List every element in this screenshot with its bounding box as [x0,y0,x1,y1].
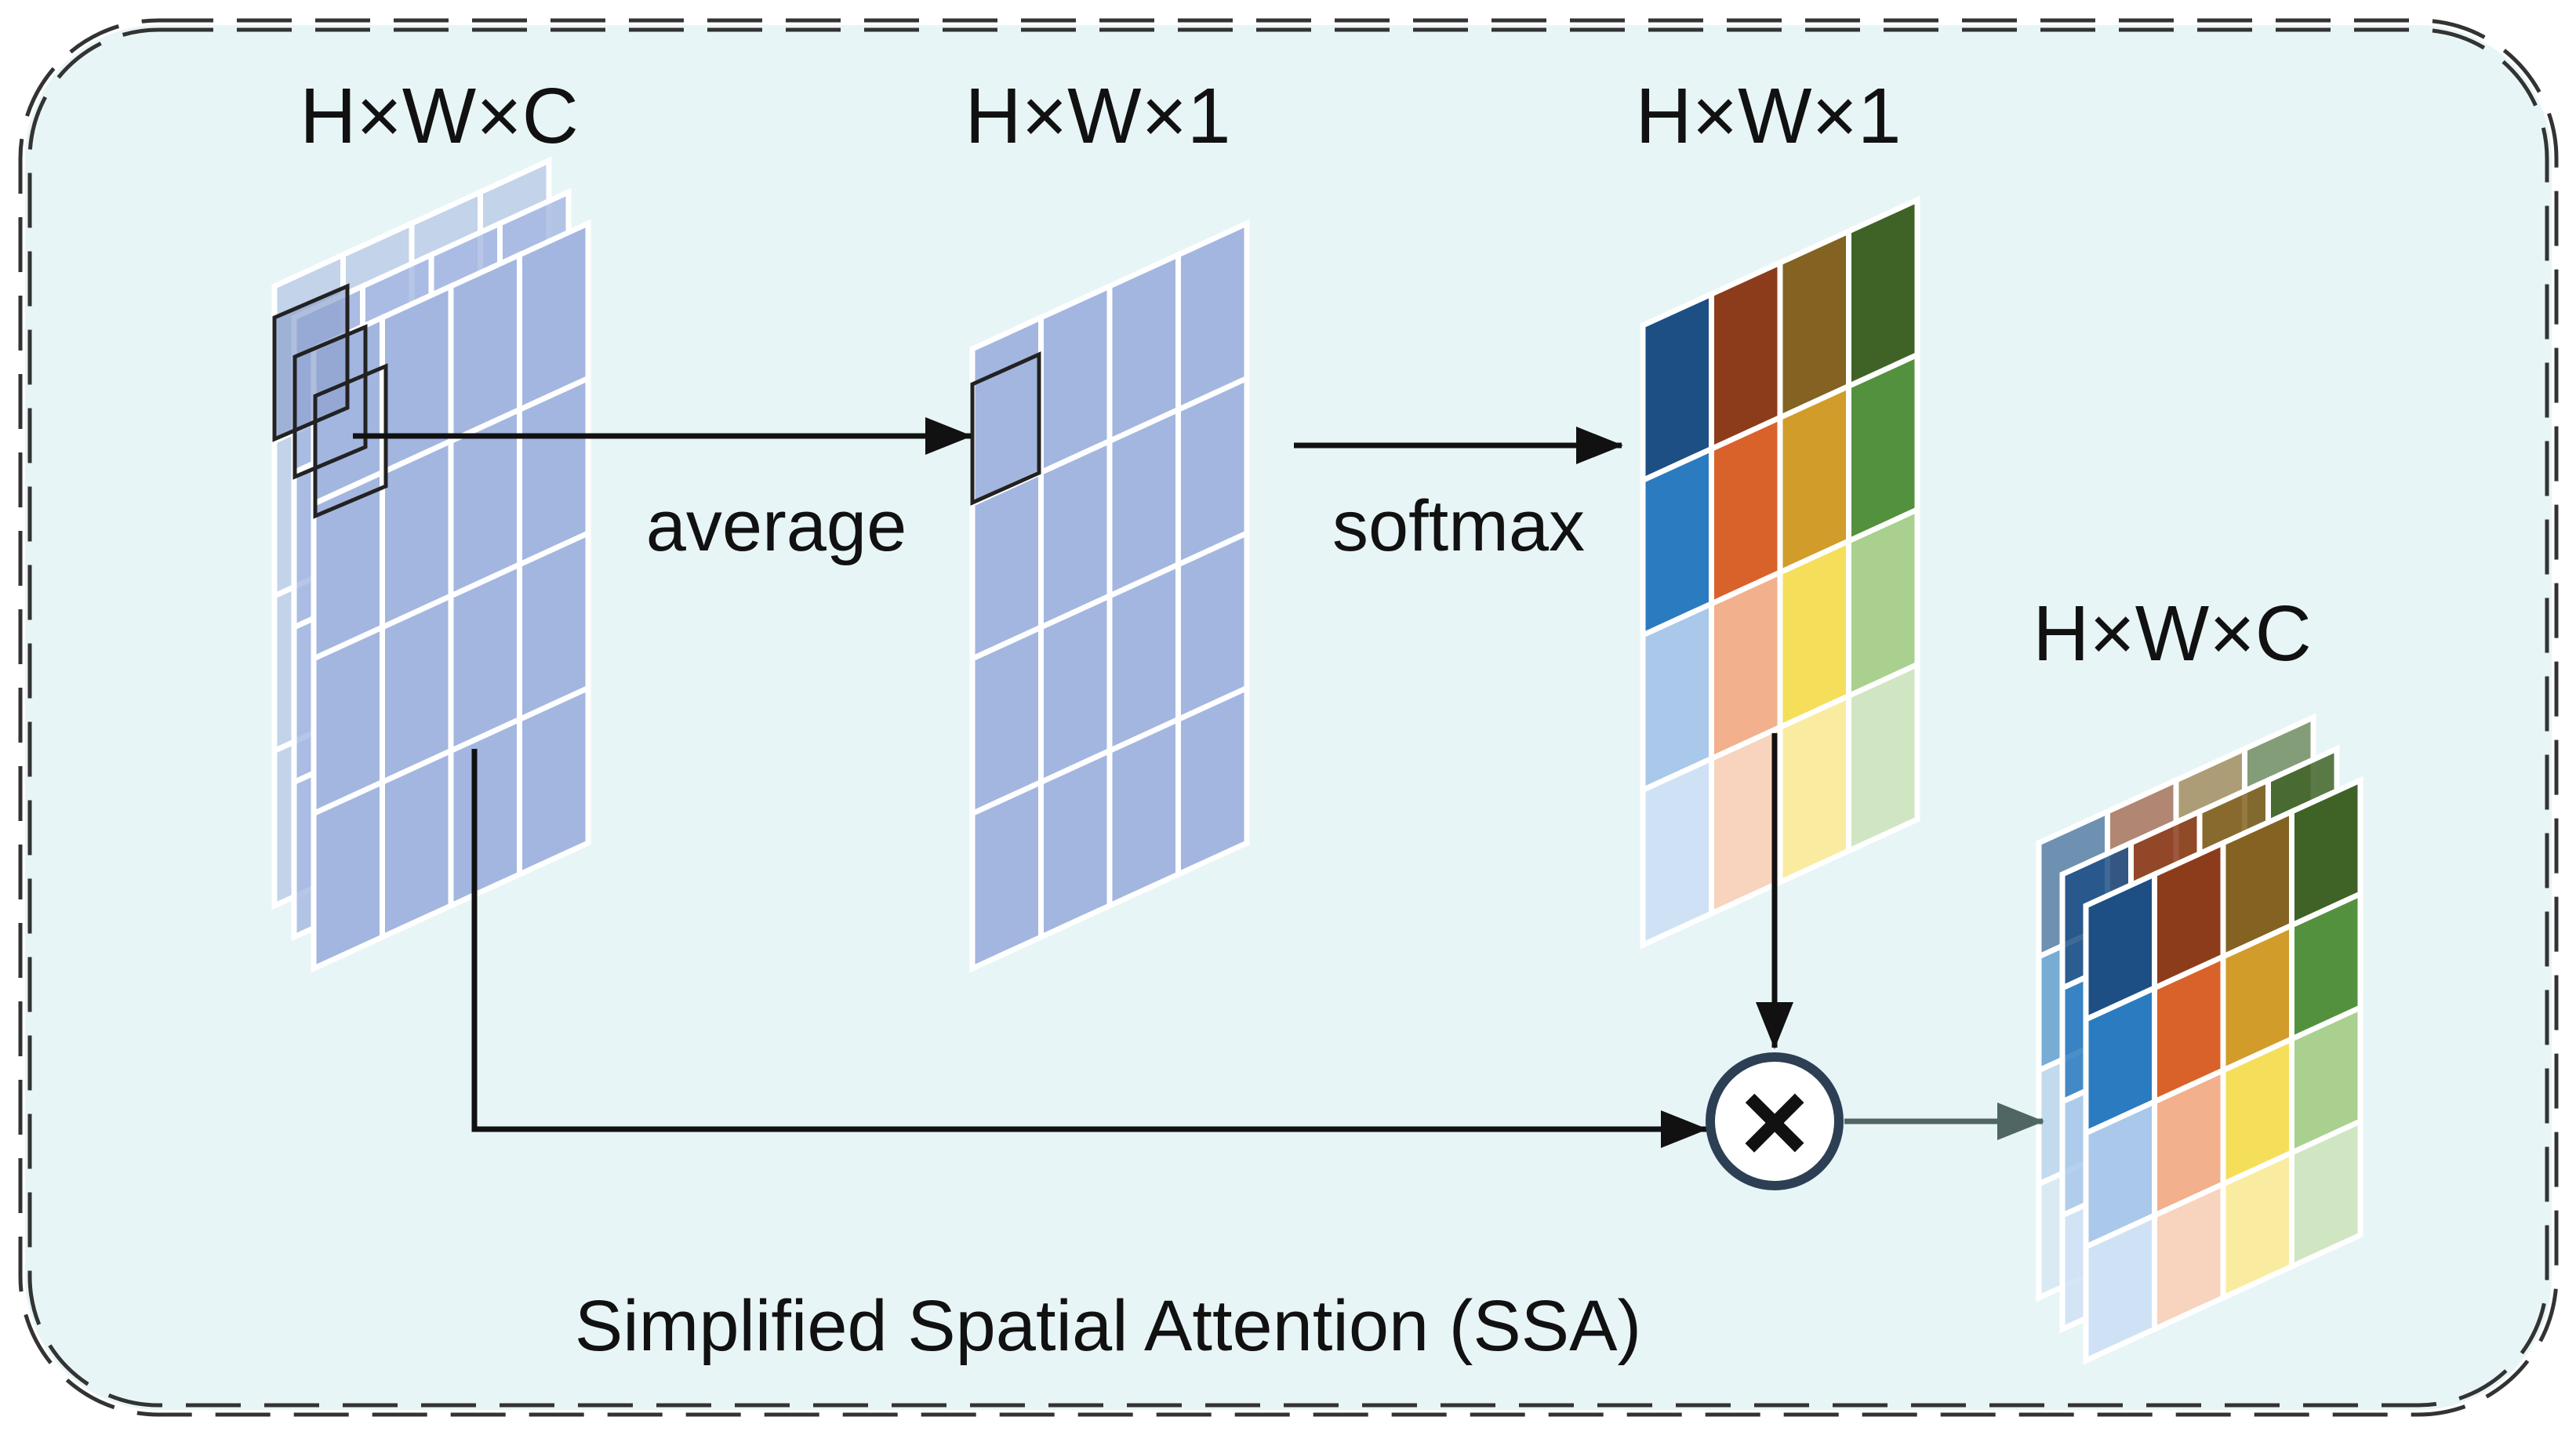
panel-border-inner [27,27,2549,1408]
grid-cell [1106,715,1181,910]
softmax-dims-label: H×W×1 [1635,72,1901,160]
output-feature-stack [2036,713,2363,1365]
skip-connection-arrow [471,749,1708,1148]
grid-cell [448,715,522,910]
average-label: average [646,486,907,566]
grid-cell [380,747,454,942]
grid-cell [1709,723,1783,918]
average-map-patch [970,351,1041,506]
output-dims-label: H×W×C [2033,590,2312,678]
input-feature-stack [271,156,591,973]
average-map [969,219,1250,973]
grid-cell [1640,754,1714,950]
softmax-label: softmax [1332,486,1585,566]
input-feature-layer-front [311,219,591,973]
multiply-node: × [1706,1052,1844,1190]
softmax-attention-map [1640,195,1920,950]
grid-cell [311,778,385,973]
diagram-title: Simplified Spatial Attention (SSA) [575,1286,1641,1366]
grid-cell [1777,692,1851,887]
average-dims-label: H×W×1 [965,72,1230,160]
grid-cell [2289,1117,2363,1271]
grid-cell [1038,747,1113,942]
grid-cell [517,684,591,879]
input-patch-highlight [272,283,388,519]
input-dims-label: H×W×C [300,72,579,160]
grid-cell [1175,684,1250,879]
multiply-symbol: × [1740,1055,1809,1187]
panel-border-outer [18,18,2559,1417]
output-feature-layer-front [2083,776,2363,1365]
grid-cell [969,778,1044,973]
grid-cell [1846,660,1920,856]
